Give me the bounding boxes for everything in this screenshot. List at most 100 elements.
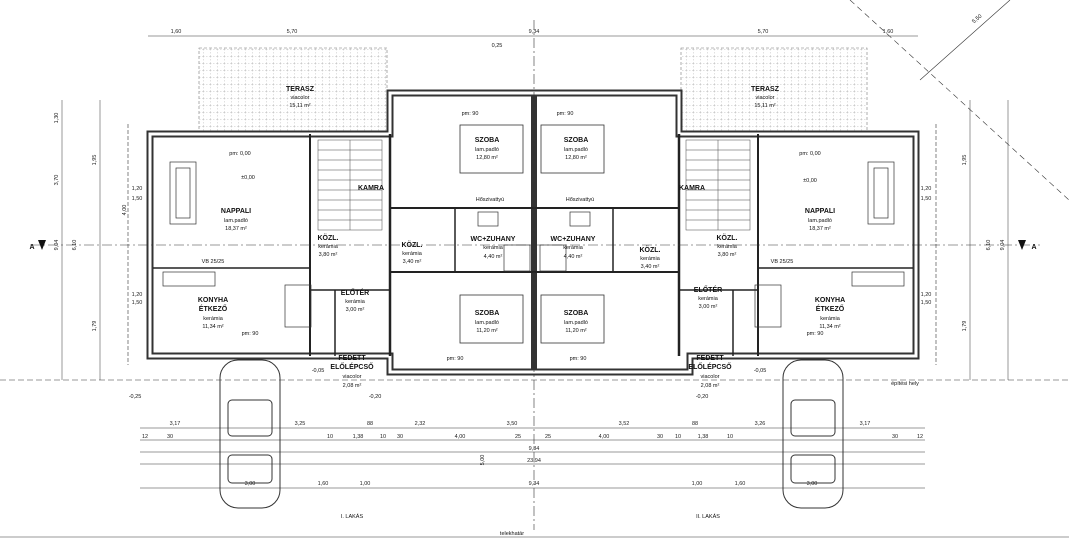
room-bottom-left-area: 11,20 m² xyxy=(476,328,497,334)
terrace-left-area: 15,11 m² xyxy=(289,103,310,109)
dim-right-4: 9,04 xyxy=(1000,240,1006,251)
dim-r2-4: 10 xyxy=(380,434,386,440)
dim-top-2: 9,34 xyxy=(529,29,540,35)
dim-top-1: 5,70 xyxy=(287,29,298,35)
stair-right-mat: viacolor xyxy=(701,374,720,380)
room-top-right-mat: lam.padló xyxy=(564,147,588,153)
dim-right-10: 1,50 xyxy=(921,300,932,306)
kitchen-left-label-2: ÉTKEZŐ xyxy=(199,304,228,313)
dim-small-0: 5,00 xyxy=(480,455,486,466)
kitchen-right-area: 11,34 m² xyxy=(819,324,840,330)
wc-left-mat: kerámia xyxy=(483,245,504,251)
room-top-left-mat: lam.padló xyxy=(475,147,499,153)
entry-right-area: 3,00 m² xyxy=(699,304,718,310)
level-step-right: -0,05 xyxy=(754,368,767,374)
stair-right-label: FEDETT xyxy=(696,355,724,362)
dim-r1-7: 3,26 xyxy=(755,421,766,427)
room-bottom-left-mat: lam.padló xyxy=(475,320,499,326)
kitchen-right-mat: kerámia xyxy=(820,316,841,322)
hall-right-a-label: KÖZL. xyxy=(717,233,738,242)
staircase-left xyxy=(317,139,383,231)
dim-r5-6: 3,00 xyxy=(807,481,818,487)
heat-pump-left: Hőszivattyú xyxy=(476,197,504,203)
dimension-lines xyxy=(61,35,1009,489)
room-bottom-right-mat: lam.padló xyxy=(564,320,588,326)
dim-r2-10: 30 xyxy=(657,434,663,440)
dim-r5-1: 1,60 xyxy=(318,481,329,487)
section-a-left: A xyxy=(29,244,34,251)
living-left-label: NAPPALI xyxy=(221,208,251,215)
pantry-left-label: KAMRA xyxy=(358,185,384,192)
dim-r2-2: 10 xyxy=(327,434,333,440)
parapet-kitchen-right: pm: 90 xyxy=(807,331,824,337)
dim-left-3: 1,79 xyxy=(92,321,98,332)
dim-left-8: 1,50 xyxy=(132,196,143,202)
parapet-kitchen-left: pm: 90 xyxy=(242,331,259,337)
dim-r1-2: 88 xyxy=(367,421,373,427)
dim-r5-3: 9,34 xyxy=(529,481,540,487)
dim-left-6: 4,00 xyxy=(122,205,128,216)
parapet-left: pm: 0,00 xyxy=(229,151,250,157)
dim-left-1: 1,95 xyxy=(92,155,98,166)
dim-r1-0: 3,17 xyxy=(170,421,181,427)
living-right-mat: lam.padló xyxy=(808,218,832,224)
stair-right-label-2: ELŐLÉPCSŐ xyxy=(688,362,732,371)
dim-r1-3: 2,32 xyxy=(415,421,426,427)
car-left xyxy=(219,359,281,509)
stair-left-mat: viacolor xyxy=(343,374,362,380)
dim-left-9: 1,20 xyxy=(132,292,143,298)
dim-r2-11: 10 xyxy=(675,434,681,440)
build-zone-label: építési hely xyxy=(891,381,919,387)
dim-r2-8: 25 xyxy=(545,434,551,440)
room-top-left-area: 12,80 m² xyxy=(476,155,498,161)
dim-r2-12: 1,38 xyxy=(698,434,709,440)
dim-right-3: 1,79 xyxy=(962,321,968,332)
heat-pump-right: Hőszivattyú xyxy=(566,197,594,203)
dim-r5-0: 3,00 xyxy=(245,481,256,487)
slab-left: VB 25/25 xyxy=(202,259,225,265)
dim-left-10: 1,50 xyxy=(132,300,143,306)
hall-left-b-mat: kerámia xyxy=(402,251,423,257)
dim-left-0: 1,30 xyxy=(54,113,60,124)
dim-r5-2: 1,00 xyxy=(360,481,371,487)
dim-left-7: 1,20 xyxy=(132,186,143,192)
dim-r2-15: 12 xyxy=(917,434,923,440)
dim-r2-7: 25 xyxy=(515,434,521,440)
terrace-right xyxy=(680,47,868,134)
parapet-bottom-right: pm: 90 xyxy=(570,356,587,362)
section-marker-left xyxy=(38,240,46,250)
living-right-area: 18,37 m² xyxy=(809,226,831,232)
parapet-right: pm: 0,00 xyxy=(799,151,820,157)
staircase-right xyxy=(685,139,751,231)
terrace-left xyxy=(198,47,388,134)
beds xyxy=(459,124,605,344)
entry-left-label: ELŐTÉR xyxy=(341,288,369,297)
living-left-mat: lam.padló xyxy=(224,218,248,224)
kitchen-right-label-2: ÉTKEZŐ xyxy=(816,304,845,313)
hall-right-b-label: KÖZL. xyxy=(640,245,661,254)
dim-left-2: 3,70 xyxy=(54,175,60,186)
kitchen-left-mat: kerámia xyxy=(203,316,224,322)
hall-right-b-area: 3,40 m² xyxy=(641,264,660,270)
room-top-right-area: 12,80 m² xyxy=(565,155,587,161)
wc-right-label: WC+ZUHANY xyxy=(551,236,596,243)
boundary-label: telekhatár xyxy=(500,531,524,537)
entry-right-mat: kerámia xyxy=(698,296,719,302)
terrace-right-mat: viacolor xyxy=(756,95,775,101)
dim-left-5: 6,10 xyxy=(72,240,78,251)
hall-right-a-mat: kerámia xyxy=(717,244,738,250)
stair-right-area: 2,08 m² xyxy=(701,383,720,389)
dim-r1-4: 3,50 xyxy=(507,421,518,427)
room-top-left-label: SZOBA xyxy=(475,137,500,144)
hall-left-a-area: 3,80 m² xyxy=(319,252,338,258)
dim-r5-5: 1,60 xyxy=(735,481,746,487)
dim-right-5: 6,10 xyxy=(986,240,992,251)
level-top: 0,25 xyxy=(492,43,503,49)
level-right: ±0,00 xyxy=(803,178,817,184)
slab-right: VB 25/25 xyxy=(771,259,794,265)
dim-r1-1: 3,25 xyxy=(295,421,306,427)
dim-small-1: 5,50 xyxy=(971,13,983,24)
wc-right-mat: kerámia xyxy=(563,245,584,251)
living-left-area: 18,37 m² xyxy=(225,226,247,232)
